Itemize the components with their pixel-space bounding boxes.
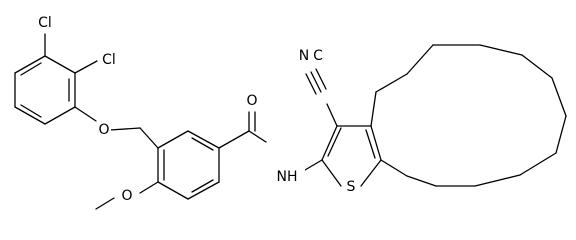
nitrile-nitrogen-atom: N C bbox=[299, 46, 326, 66]
bond bbox=[157, 130, 189, 149]
molecule-structure-drawing: Cl Cl O O NH N C S O bbox=[14, 14, 567, 210]
bond bbox=[474, 174, 521, 187]
bond bbox=[406, 44, 434, 75]
methoxy-oxygen-atom: O bbox=[120, 187, 134, 205]
bond bbox=[321, 159, 342, 187]
bond bbox=[191, 137, 214, 151]
svg-text:N: N bbox=[299, 48, 309, 64]
bond bbox=[14, 55, 46, 74]
bond bbox=[157, 181, 189, 200]
chlorine-atom: Cl bbox=[34, 14, 56, 32]
bond bbox=[406, 175, 437, 187]
bond bbox=[95, 197, 115, 210]
bond bbox=[365, 129, 376, 159]
structure-canvas: Cl Cl O O NH N C S O bbox=[14, 14, 567, 210]
bond bbox=[555, 115, 567, 154]
bond bbox=[187, 130, 220, 149]
bond bbox=[14, 106, 46, 125]
bond bbox=[248, 130, 267, 143]
bond bbox=[479, 44, 523, 56]
bond bbox=[326, 103, 338, 127]
bond bbox=[191, 179, 214, 193]
bond bbox=[44, 55, 76, 74]
bond bbox=[375, 73, 408, 93]
bond-lines bbox=[14, 33, 567, 210]
bond bbox=[20, 104, 42, 118]
svg-text:NH: NH bbox=[277, 169, 298, 185]
bond bbox=[310, 71, 322, 93]
bond bbox=[139, 181, 159, 194]
thiophene-sulfur-atom: S bbox=[343, 178, 359, 196]
svg-text:S: S bbox=[347, 179, 356, 195]
bond bbox=[327, 127, 342, 157]
svg-text:O: O bbox=[121, 188, 132, 204]
bond bbox=[304, 159, 323, 171]
bond bbox=[519, 152, 557, 176]
bond bbox=[74, 60, 98, 74]
bond bbox=[315, 68, 327, 90]
chlorine-atom: Cl bbox=[98, 51, 120, 69]
svg-text:C: C bbox=[313, 48, 323, 64]
bond bbox=[551, 77, 567, 117]
atom-labels: Cl Cl O O NH N C S O bbox=[34, 14, 359, 205]
svg-text:O: O bbox=[246, 93, 257, 109]
bond bbox=[321, 125, 338, 161]
bond bbox=[139, 127, 159, 149]
carbonyl-oxygen-atom: O bbox=[245, 92, 259, 110]
bond bbox=[370, 125, 382, 161]
svg-text:Cl: Cl bbox=[38, 15, 52, 31]
bond bbox=[360, 159, 382, 187]
bond bbox=[370, 91, 377, 127]
bond bbox=[109, 127, 141, 131]
bond bbox=[521, 54, 553, 79]
bond bbox=[187, 181, 220, 200]
bond bbox=[74, 106, 97, 122]
svg-text:O: O bbox=[98, 122, 109, 138]
bond bbox=[305, 73, 317, 95]
bond bbox=[380, 159, 408, 177]
bond bbox=[44, 106, 76, 125]
bond bbox=[218, 130, 250, 149]
amide-nh-group: NH bbox=[267, 168, 305, 186]
ether-oxygen-atom: O bbox=[97, 121, 111, 139]
bond bbox=[20, 62, 42, 76]
svg-text:Cl: Cl bbox=[102, 52, 116, 68]
